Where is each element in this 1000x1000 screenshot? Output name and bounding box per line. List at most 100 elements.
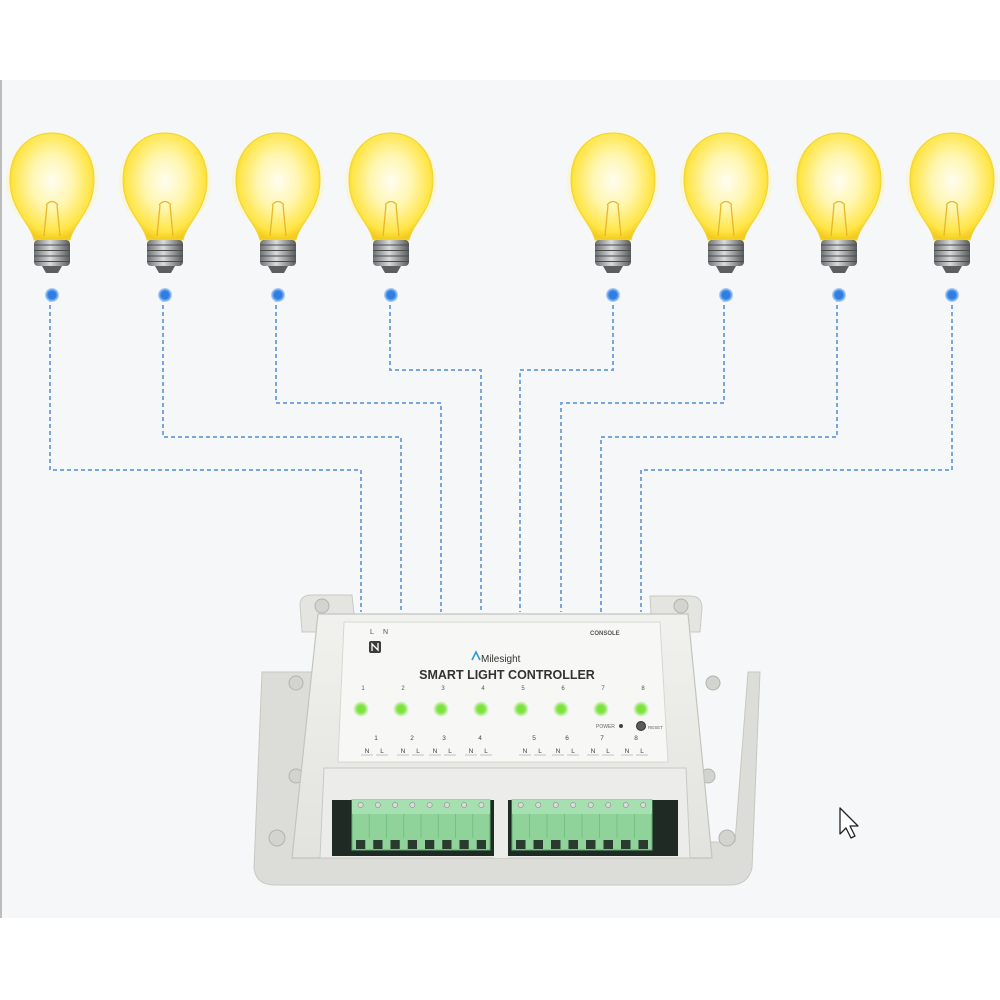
bulb-glass bbox=[909, 132, 995, 241]
light-bulb-1 bbox=[6, 132, 98, 302]
wire-4 bbox=[389, 298, 482, 612]
bulb-filament bbox=[382, 200, 400, 237]
wire-1 bbox=[49, 298, 362, 612]
bulb-filament bbox=[43, 200, 61, 237]
bulb-base bbox=[260, 240, 296, 273]
wire-5 bbox=[519, 298, 614, 612]
bulb-base bbox=[373, 240, 409, 273]
terminal-block-1 bbox=[351, 799, 491, 851]
terminal-screw bbox=[443, 802, 450, 808]
screw-hole-bottom-right bbox=[718, 829, 736, 847]
terminal-channel-number: 1 bbox=[374, 735, 378, 742]
terminal-label: N bbox=[625, 748, 630, 755]
terminal-screw bbox=[640, 802, 647, 808]
terminal-label: L bbox=[640, 748, 644, 755]
terminal-screw bbox=[552, 802, 559, 808]
terminal-screw bbox=[374, 802, 381, 808]
terminal-slot bbox=[373, 840, 383, 849]
led-channel-number: 5 bbox=[521, 686, 525, 692]
terminal-slot bbox=[621, 840, 631, 849]
terminal-screw bbox=[392, 802, 399, 808]
terminal-label-n: N bbox=[383, 629, 388, 636]
brand-name: Milesight bbox=[481, 654, 521, 665]
terminal-slot bbox=[638, 840, 648, 849]
terminal-slot bbox=[459, 840, 469, 849]
terminal-channel-number: 8 bbox=[634, 735, 638, 742]
terminal-slot bbox=[425, 840, 435, 849]
screw-hole-top-left bbox=[314, 598, 330, 614]
terminal-channel-number: 3 bbox=[442, 735, 446, 742]
terminal-screw bbox=[357, 802, 364, 808]
terminal-screw bbox=[587, 802, 594, 808]
terminal-slot bbox=[516, 840, 526, 849]
terminal-slot bbox=[390, 840, 400, 849]
console-label: CONSOLE bbox=[590, 631, 620, 637]
smart-light-controller: L N CONSOLE Milesight SMART LIGHT CONTRO… bbox=[253, 594, 761, 886]
terminal-label: L bbox=[448, 748, 452, 755]
terminal-blocks bbox=[351, 799, 653, 851]
bulb-filament bbox=[269, 200, 287, 237]
device-label-plate bbox=[337, 621, 669, 763]
bulb-base bbox=[147, 240, 183, 273]
bulb-glass bbox=[235, 132, 321, 241]
bulb-glass bbox=[796, 132, 882, 241]
terminal-screw bbox=[517, 802, 524, 808]
terminal-label: L bbox=[606, 748, 610, 755]
light-bulb-5 bbox=[567, 132, 659, 302]
light-bulb-7 bbox=[793, 132, 885, 302]
terminal-slot bbox=[586, 840, 596, 849]
led-channel-number: 3 bbox=[441, 686, 445, 692]
terminal-screw bbox=[426, 802, 433, 808]
screw-hole-bottom-left bbox=[268, 829, 286, 847]
terminal-slot bbox=[533, 840, 543, 849]
bulb-glass bbox=[122, 132, 208, 241]
bulb-base bbox=[821, 240, 857, 273]
terminal-screw bbox=[622, 802, 629, 808]
bulb-filament bbox=[717, 200, 735, 237]
bulb-glass bbox=[9, 132, 95, 241]
led-channel-number: 2 bbox=[401, 686, 405, 692]
bulb-glass bbox=[348, 132, 434, 241]
terminal-label: L bbox=[484, 748, 488, 755]
wires-group bbox=[49, 298, 953, 612]
terminal-slot bbox=[407, 840, 417, 849]
terminal-slot bbox=[356, 840, 366, 849]
terminal-label: L bbox=[380, 748, 384, 755]
terminal-channel-number: 7 bbox=[600, 735, 604, 742]
terminal-screw bbox=[409, 802, 416, 808]
terminal-label-l: L bbox=[370, 629, 374, 636]
bulb-base bbox=[934, 240, 970, 273]
terminal-channel-number: 2 bbox=[410, 735, 414, 742]
terminal-label: N bbox=[401, 748, 406, 755]
bulb-glass bbox=[570, 132, 656, 241]
nfc-icon bbox=[369, 641, 381, 653]
terminal-channel-number: 5 bbox=[532, 735, 536, 742]
bulb-filament bbox=[830, 200, 848, 237]
bulbs-group bbox=[6, 132, 998, 302]
reset-button[interactable] bbox=[636, 721, 646, 731]
bulb-base bbox=[595, 240, 631, 273]
screw-hole-right bbox=[705, 675, 721, 691]
power-led bbox=[619, 724, 623, 728]
terminal-screw bbox=[570, 802, 577, 808]
terminal-label: N bbox=[365, 748, 370, 755]
light-bulb-8 bbox=[906, 132, 998, 302]
mouse-cursor-icon bbox=[839, 807, 859, 839]
wire-3 bbox=[275, 298, 442, 612]
terminal-label: L bbox=[538, 748, 542, 755]
terminal-slot bbox=[603, 840, 613, 849]
bulb-base bbox=[708, 240, 744, 273]
bulb-filament bbox=[943, 200, 961, 237]
terminal-channel-number: 4 bbox=[478, 735, 482, 742]
terminal-label: L bbox=[571, 748, 575, 755]
terminal-label: N bbox=[433, 748, 438, 755]
milesight-logo bbox=[471, 650, 481, 661]
terminal-slot bbox=[442, 840, 452, 849]
terminal-screw bbox=[535, 802, 542, 808]
bulb-filament bbox=[604, 200, 622, 237]
led-channel-number: 4 bbox=[481, 686, 485, 692]
